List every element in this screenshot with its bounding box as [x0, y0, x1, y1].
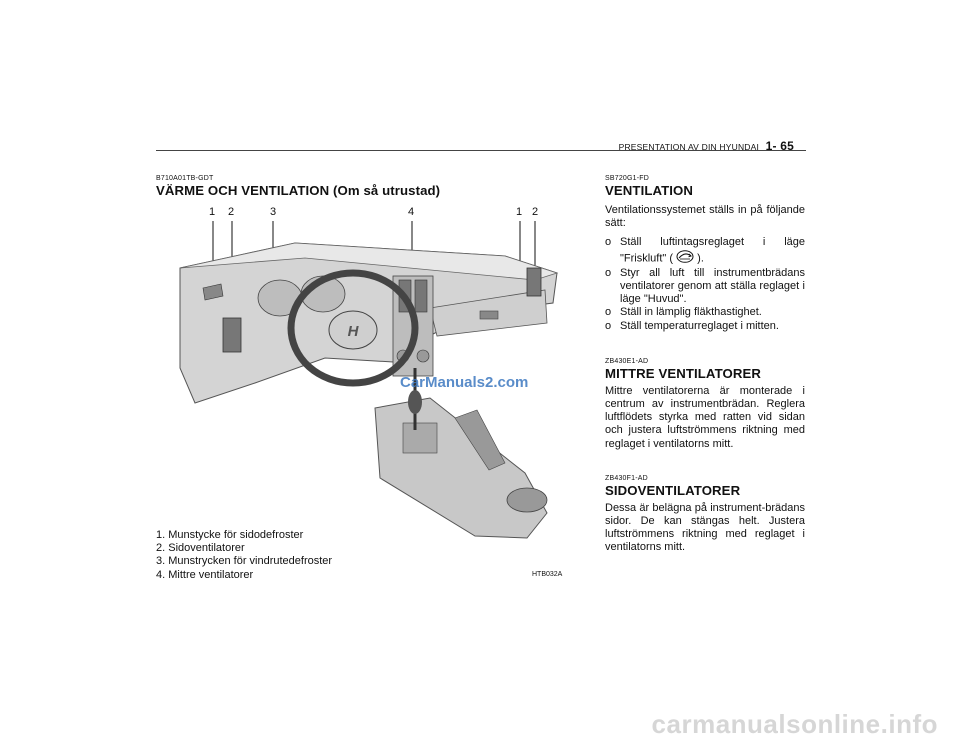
section-code: SB720G1-FD — [605, 175, 650, 182]
list-item: o Ställ temperaturreglaget i mitten. — [605, 320, 805, 333]
list-item: o Ställ luftintagsreglaget i läge "Frisk… — [605, 236, 805, 266]
bullet: o — [605, 266, 612, 279]
callout-2-left: 2 — [228, 206, 235, 218]
list-item: o Styr all luft till instrumentbrädans v… — [605, 267, 805, 307]
watermark-carmanuals: CarManuals2.com — [400, 374, 529, 391]
section-intro: Ventilationssystemet ställs in på följan… — [605, 204, 805, 230]
callout-1-right: 1 — [516, 206, 523, 218]
bullet: o — [605, 306, 612, 319]
page-header: PRESENTATION AV DIN HYUNDAI 1- 65 — [619, 139, 794, 153]
hyundai-logo-icon: H — [348, 323, 360, 340]
list-item-text: Ställ in lämplig fläkthastighet. — [620, 306, 762, 319]
dashboard-illustration: H — [179, 221, 559, 539]
legend-item: 3. Munstrycken för vindrutedefroster — [156, 555, 333, 568]
list-item-text: Styr all luft till instrumentbrädans ven… — [620, 266, 805, 306]
list-item-text: Ställ luftintagsreglaget i läge "Frisklu… — [620, 236, 805, 265]
figure-legend: 1. Munstycke för sidodefroster 2. Sidove… — [156, 529, 332, 582]
footer-watermark: carmanualsonline.info — [651, 709, 938, 739]
legend-item: 2. Sidoventilatorer — [156, 542, 245, 555]
section-code: ZB430F1-AD — [605, 474, 648, 482]
callout-4: 4 — [408, 206, 415, 218]
legend-item: 4. Mittre ventilatorer — [156, 568, 254, 581]
right-column: SB720G1-FD VENTILATION Ventilationssyste… — [605, 175, 805, 555]
callout-1-left: 1 — [209, 206, 216, 218]
section-code: ZB430E1-AD — [605, 357, 649, 365]
legend-item: 1. Munstycke för sidodefroster — [156, 529, 304, 541]
page-number: 1- 65 — [765, 139, 794, 153]
page-title: VÄRME OCH VENTILATION (Om så utrustad) — [156, 183, 441, 198]
section-heading-mittre: MITTRE VENTILATORER — [605, 365, 761, 381]
section-text: Dessa är belägna på instrument-brädans s… — [605, 501, 805, 554]
figure-code: HTB032A — [532, 571, 563, 578]
callout-3: 3 — [270, 206, 277, 218]
list-item: o Ställ in lämplig fläkthastighet. — [605, 306, 805, 319]
header-rule — [156, 150, 806, 151]
section-code: B710A01TB-GDT — [156, 175, 214, 182]
bullet: o — [605, 236, 612, 249]
callout-2-right: 2 — [532, 206, 539, 218]
section-heading-sido: SIDOVENTILATORER — [605, 482, 741, 498]
steps-list: o Ställ luftintagsreglaget i läge "Frisk… — [605, 236, 805, 332]
fresh-air-icon — [676, 249, 694, 267]
list-item-text: ). — [697, 252, 704, 265]
section-heading-ventilation: VENTILATION — [605, 183, 694, 198]
header-title: PRESENTATION AV DIN HYUNDAI — [618, 142, 760, 152]
bullet: o — [605, 319, 612, 332]
section-text: Mittre ventilatorerna är monterade i cen… — [605, 384, 805, 450]
list-item-text: Ställ temperaturreglaget i mitten. — [620, 319, 779, 332]
